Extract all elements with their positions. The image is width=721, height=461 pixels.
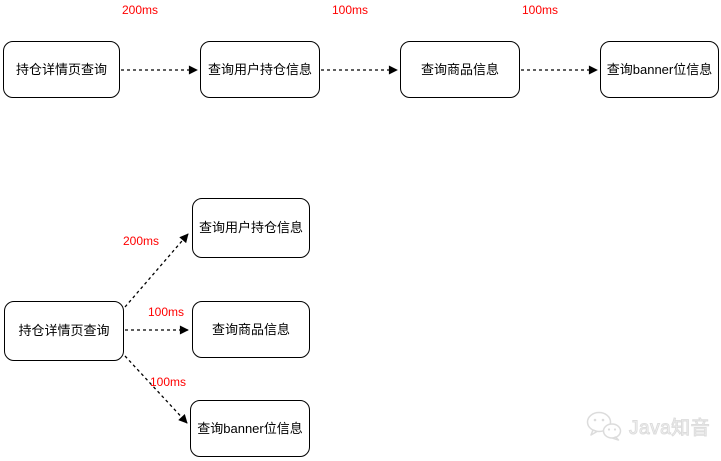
watermark-text: Java知音 [628, 417, 711, 439]
serial-node-banner-info-query: 查询banner位信息 [600, 41, 719, 98]
serial-node-user-position-query: 查询用户持仓信息 [200, 41, 320, 98]
node-label: 查询商品信息 [420, 61, 499, 77]
parallel-source-portfolio-detail-query: 持仓详情页查询 [4, 301, 124, 361]
parallel-edge-latency-label-0: 200ms [123, 234, 160, 248]
serial-node-portfolio-detail-query: 持仓详情页查询 [3, 41, 120, 98]
parallel-edge-0 [124, 233, 189, 308]
serial-node-product-info-query: 查询商品信息 [400, 41, 520, 98]
parallel-node-user-position-query: 查询用户持仓信息 [192, 198, 310, 258]
serial-edge-latency-label-2: 100ms [522, 3, 559, 17]
node-label: 查询商品信息 [211, 321, 290, 337]
serial-edge-latency-label-0: 200ms [122, 3, 159, 17]
watermark: Java知音 [586, 410, 710, 442]
wechat-icon [586, 410, 622, 442]
node-label: 查询用户持仓信息 [207, 61, 312, 77]
node-label: 查询banner位信息 [197, 420, 303, 436]
parallel-edge-latency-label-1: 100ms [148, 305, 185, 319]
parallel-edge-2 [124, 355, 188, 424]
parallel-node-banner-info-query: 查询banner位信息 [190, 400, 310, 457]
node-label: 持仓详情页查询 [18, 323, 110, 339]
node-label: 查询用户持仓信息 [198, 220, 303, 236]
parallel-edge-latency-label-2: 100ms [150, 375, 187, 389]
parallel-node-product-info-query: 查询商品信息 [192, 301, 310, 358]
node-label: 查询banner位信息 [606, 61, 713, 77]
serial-edge-latency-label-1: 100ms [332, 3, 369, 17]
node-label: 持仓详情页查询 [15, 61, 107, 77]
